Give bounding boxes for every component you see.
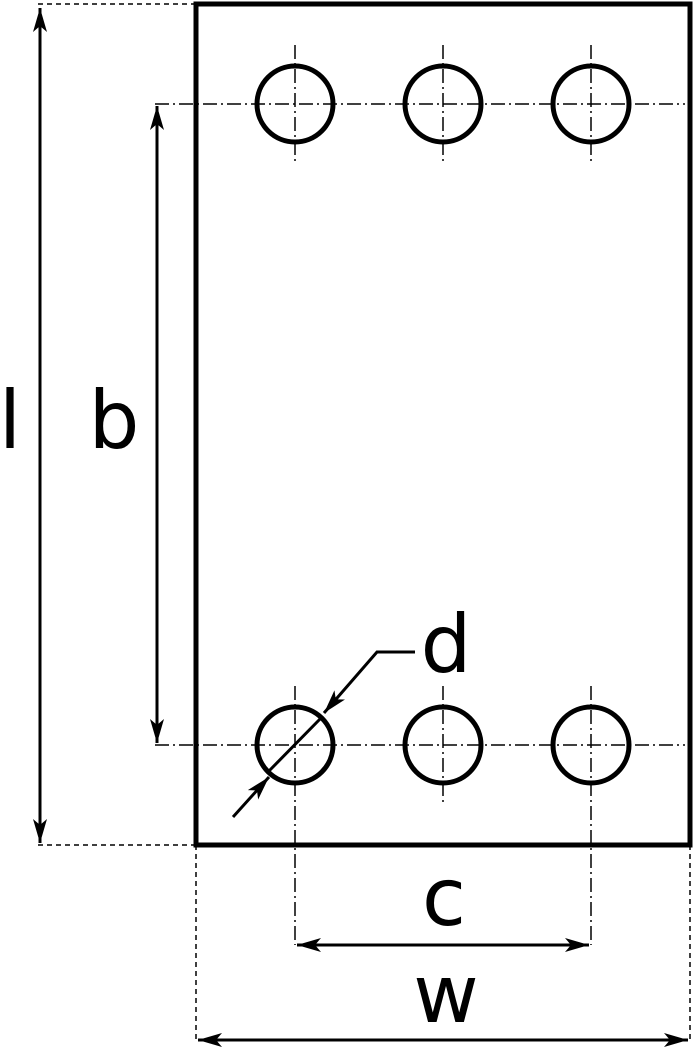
plate-outline bbox=[193, 1, 693, 848]
center-lines bbox=[155, 45, 685, 945]
hole bbox=[550, 63, 632, 145]
dim-diameter-line bbox=[266, 716, 323, 774]
hole bbox=[254, 63, 336, 145]
label-hole-spacing-width: c bbox=[422, 851, 466, 944]
hole bbox=[402, 63, 484, 145]
hole bbox=[402, 704, 484, 786]
hole bbox=[550, 704, 632, 786]
label-hole-spacing-length: b bbox=[89, 374, 140, 467]
label-length: l bbox=[0, 374, 21, 467]
holes bbox=[254, 63, 632, 786]
hole bbox=[254, 704, 336, 786]
label-width: w bbox=[413, 948, 478, 1041]
dimension-lines bbox=[33, 8, 688, 1047]
dim-diameter-tail bbox=[231, 775, 271, 819]
dim-diameter-leader bbox=[322, 650, 415, 714]
label-hole-diameter: d bbox=[421, 598, 472, 691]
extension-lines bbox=[38, 3, 691, 1040]
